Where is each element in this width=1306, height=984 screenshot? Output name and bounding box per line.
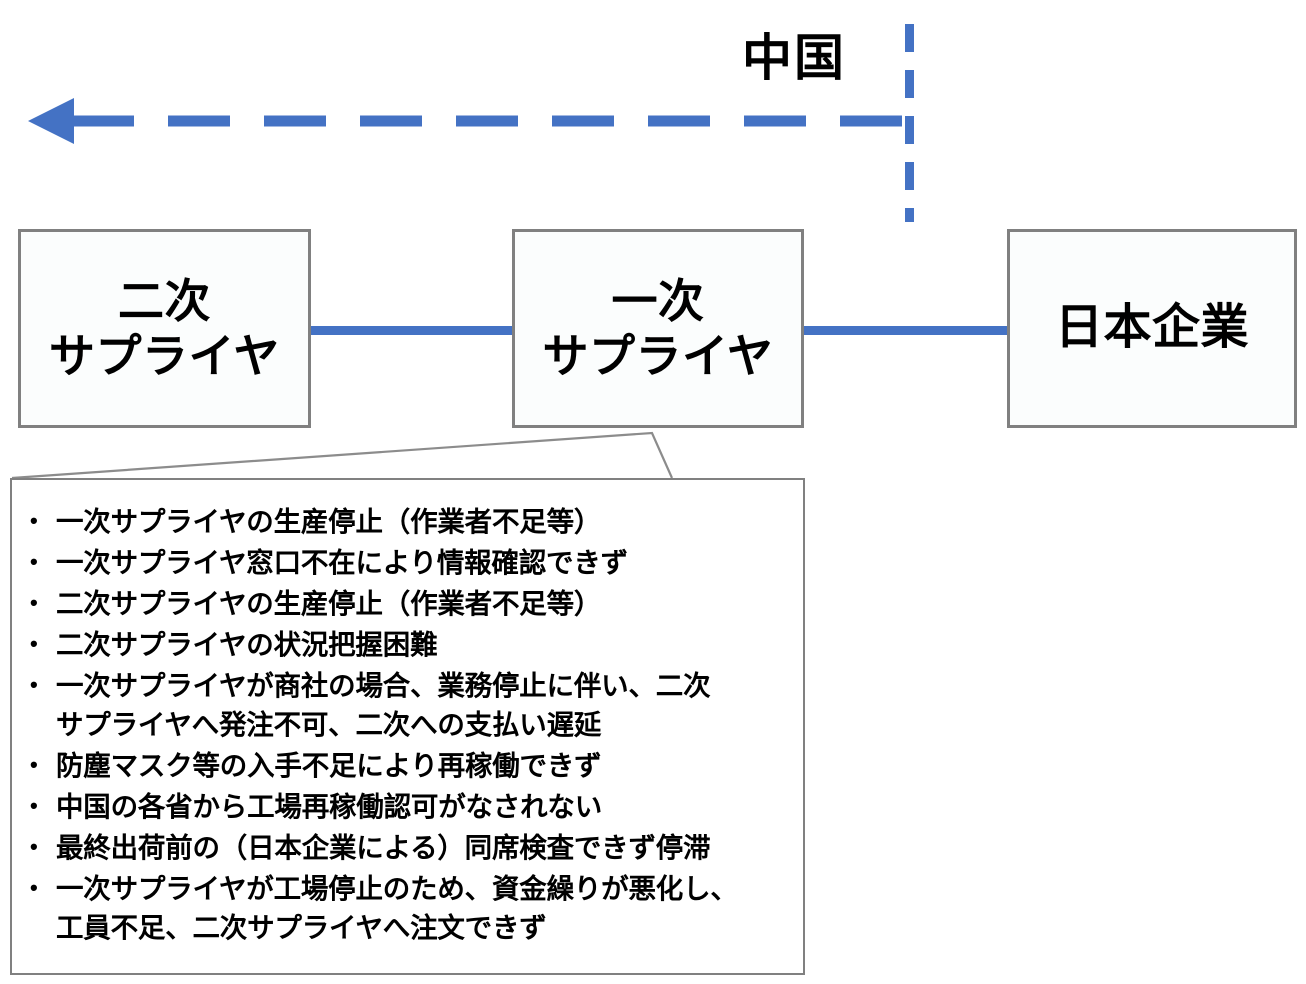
list-item: 二次サプライヤの状況把握困難 bbox=[22, 625, 793, 664]
list-item: 防塵マスク等の入手不足により再稼働できず bbox=[22, 746, 793, 785]
list-item: 一次サプライヤ窓口不在により情報確認できず bbox=[22, 543, 793, 582]
list-item: 一次サプライヤが商社の場合、業務停止に伴い、二次 サプライヤへ発注不可、二次への… bbox=[22, 666, 793, 744]
node-secondary-supplier[interactable]: 二次 サプライヤ bbox=[18, 229, 311, 428]
issue-list: 一次サプライヤの生産停止（作業者不足等） 一次サプライヤ窓口不在により情報確認で… bbox=[22, 502, 793, 948]
node-japanese-company-label: 日本企業 bbox=[1054, 301, 1249, 355]
node-secondary-supplier-label: 二次 サプライヤ bbox=[48, 275, 281, 382]
china-border-dashed-line bbox=[905, 24, 914, 222]
supply-flow-arrow-icon bbox=[28, 98, 912, 144]
node-japanese-company[interactable]: 日本企業 bbox=[1007, 229, 1297, 428]
callout-connector-tail bbox=[11, 431, 674, 480]
node-primary-supplier[interactable]: 一次 サプライヤ bbox=[512, 229, 804, 428]
connector-primary-to-japanese-company bbox=[801, 326, 1010, 335]
list-item: 二次サプライヤの生産停止（作業者不足等） bbox=[22, 584, 793, 623]
list-item: 一次サプライヤが工場停止のため、資金繰りが悪化し、 工員不足、二次サプライヤへ注… bbox=[22, 869, 793, 947]
list-item: 一次サプライヤの生産停止（作業者不足等） bbox=[22, 502, 793, 541]
china-region-label: 中国 bbox=[742, 30, 846, 86]
issue-list-callout-box: 一次サプライヤの生産停止（作業者不足等） 一次サプライヤ窓口不在により情報確認で… bbox=[10, 478, 805, 975]
connector-secondary-to-primary bbox=[308, 326, 516, 335]
list-item: 中国の各省から工場再稼働認可がなされない bbox=[22, 787, 793, 826]
list-item: 最終出荷前の（日本企業による）同席検査できず停滞 bbox=[22, 828, 793, 867]
node-primary-supplier-label: 一次 サプライヤ bbox=[542, 275, 774, 382]
